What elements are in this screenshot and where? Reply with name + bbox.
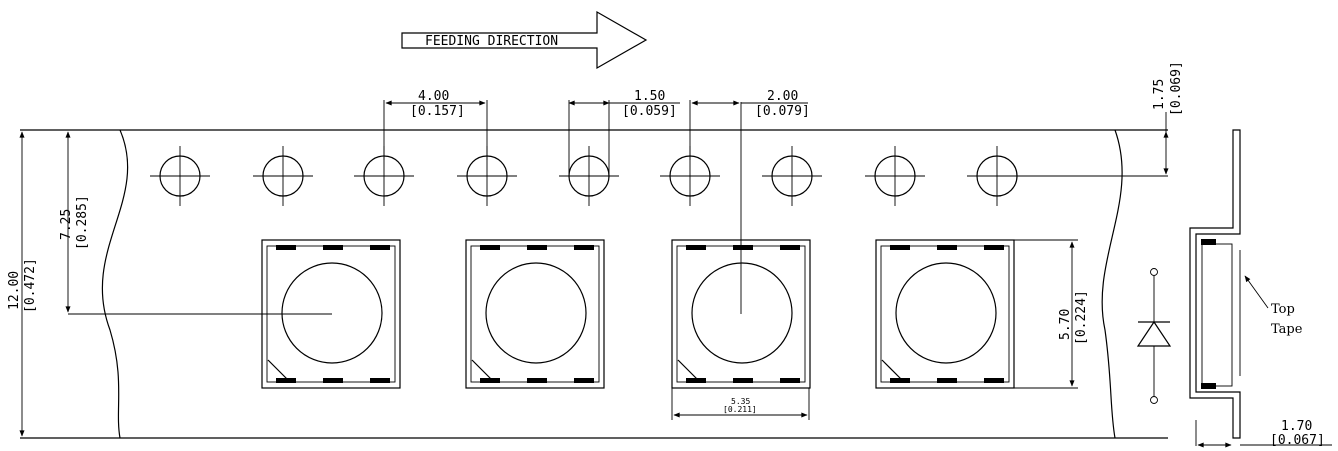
carrier-tape: [20, 129, 1168, 439]
hole-pitch-mm: 4.00: [418, 89, 449, 104]
hole-to-pocket-inch: [0.079]: [755, 104, 810, 119]
tape-cross-section: Top Tape: [1189, 129, 1303, 439]
top-tape-label-line2: Tape: [1271, 322, 1303, 337]
polarity-symbol: [1136, 268, 1172, 404]
pocket-width-inch: [0.211]: [723, 405, 757, 414]
sprocket-hole: [559, 146, 619, 206]
tape-thickness-inch: [0.067]: [1270, 433, 1325, 448]
hole-diameter-inch: [0.059]: [622, 104, 677, 119]
pocket: [875, 239, 1015, 389]
pocket: [261, 239, 401, 389]
dim-tape-thickness: 1.70 [0.067]: [1195, 419, 1332, 448]
feeding-direction-arrow: FEEDING DIRECTION: [401, 10, 648, 70]
hole-diameter-mm: 1.50: [634, 89, 665, 104]
pocket-height-mm: 5.70: [1058, 309, 1073, 340]
tape-thickness-mm: 1.70: [1281, 419, 1312, 434]
sprocket-holes: [150, 146, 1027, 206]
dim-hole-diameter: 1.50 [0.059]: [568, 89, 680, 178]
hole-row-to-center-mm: 7.25: [59, 209, 74, 240]
feeding-direction-label: FEEDING DIRECTION: [425, 34, 558, 49]
tape-width-inch: [0.472]: [23, 258, 38, 313]
dim-hole-to-pocket: 2.00 [0.079]: [689, 89, 810, 160]
sprocket-hole: [150, 146, 210, 206]
pocket: [465, 239, 605, 389]
sprocket-hole: [253, 146, 313, 206]
pocket-height-inch: [0.224]: [1074, 290, 1089, 345]
dim-pocket-width: 5.35 [0.211]: [671, 388, 810, 420]
sprocket-hole: [865, 146, 925, 206]
dim-hole-to-edge: 1.75 [0.069]: [1152, 61, 1184, 175]
component-pockets: [261, 239, 1015, 389]
tape-width-mm: 12.00: [7, 271, 22, 310]
hole-row-to-center-inch: [0.285]: [75, 195, 90, 250]
hole-to-edge-inch: [0.069]: [1169, 61, 1184, 116]
pocket-width-mm: 5.35: [731, 397, 750, 406]
hole-to-edge-mm: 1.75: [1152, 79, 1167, 110]
dim-pocket-height: 5.70 [0.224]: [1014, 239, 1089, 389]
hole-to-pocket-mm: 2.00: [767, 89, 798, 104]
hole-pitch-inch: [0.157]: [410, 104, 465, 119]
dim-hole-row-to-center: 7.25 [0.285]: [59, 131, 90, 313]
sprocket-hole: [762, 146, 822, 206]
dim-hole-pitch: 4.00 [0.157]: [383, 89, 488, 160]
top-tape-label-line1: Top: [1271, 302, 1295, 317]
dim-tape-width: 12.00 [0.472]: [7, 131, 38, 437]
